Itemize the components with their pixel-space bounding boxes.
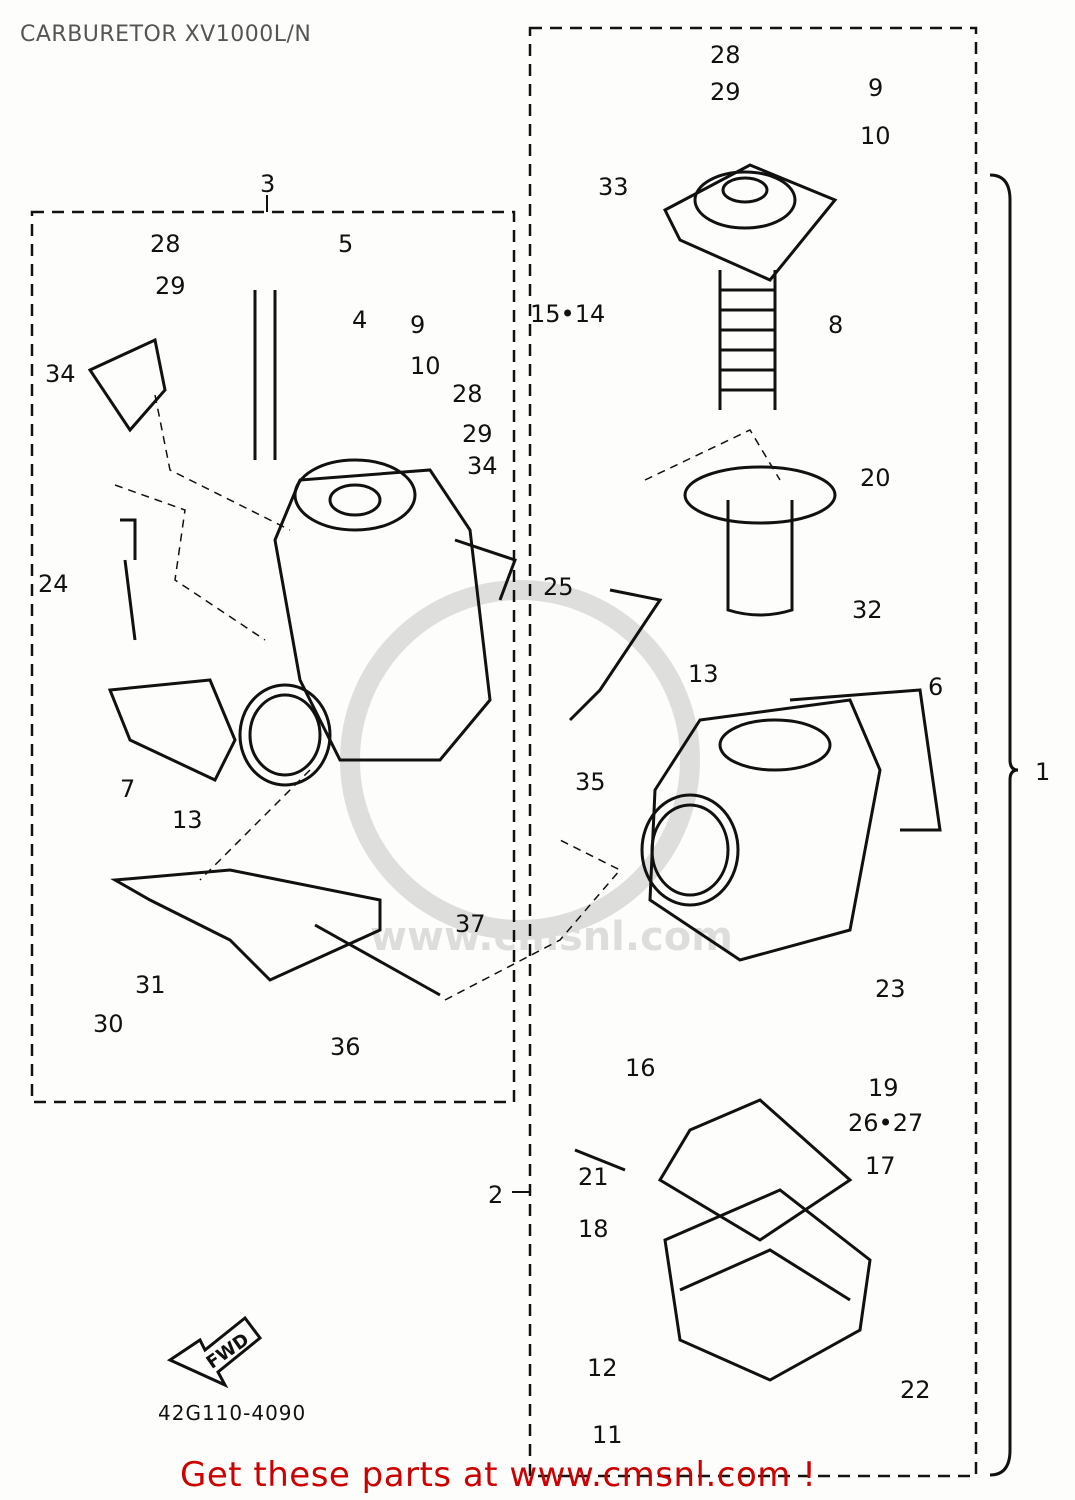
callout-21: 21 xyxy=(578,1163,609,1191)
fwd-label: FWD xyxy=(203,1329,254,1373)
footer-link[interactable]: Get these parts at www.cmsnl.com ! xyxy=(180,1455,817,1495)
callout-9-left: 9 xyxy=(410,311,425,339)
group-label-1: 1 xyxy=(1035,758,1050,786)
callout-31: 31 xyxy=(135,971,166,999)
callout-16: 16 xyxy=(625,1054,656,1082)
callout-37: 37 xyxy=(455,910,486,938)
callout-29-left-2: 29 xyxy=(462,420,493,448)
callout-8: 8 xyxy=(828,311,843,339)
callout-4: 4 xyxy=(352,306,367,334)
callout-33: 33 xyxy=(598,173,629,201)
watermark: www.cmsnl.com xyxy=(340,580,733,960)
callout-19: 19 xyxy=(868,1074,899,1102)
watermark-text: www.cmsnl.com xyxy=(370,914,733,960)
callout-35: 35 xyxy=(575,768,606,796)
callout-28-left: 28 xyxy=(150,230,181,258)
left-carburetor-drawing xyxy=(87,290,517,997)
callout-11: 11 xyxy=(592,1421,623,1449)
callout-6: 6 xyxy=(928,673,943,701)
callout-34-left: 34 xyxy=(45,360,76,388)
callout-labels: 2 3 1 28 29 9 10 33 15•14 8 20 25 32 13 … xyxy=(38,41,1050,1449)
callout-13-right: 13 xyxy=(688,660,719,688)
callout-28: 28 xyxy=(710,41,741,69)
group-2-box xyxy=(528,26,978,1478)
callout-30: 30 xyxy=(93,1010,124,1038)
callout-28-left-2: 28 xyxy=(452,380,483,408)
callout-18: 18 xyxy=(578,1215,609,1243)
callout-13-left: 13 xyxy=(172,806,203,834)
callout-15-14: 15•14 xyxy=(530,300,605,328)
callout-26-27: 26•27 xyxy=(848,1109,923,1137)
group-1-bracket xyxy=(989,173,1019,1477)
callout-5: 5 xyxy=(338,230,353,258)
callout-29-left: 29 xyxy=(155,272,186,300)
callout-10: 10 xyxy=(860,122,891,150)
callout-10-left: 10 xyxy=(410,352,441,380)
callout-9: 9 xyxy=(868,74,883,102)
callout-17: 17 xyxy=(865,1152,896,1180)
fwd-arrow-icon: FWD xyxy=(166,1315,263,1389)
callout-29: 29 xyxy=(710,78,741,106)
group-label-3: 3 xyxy=(260,170,275,198)
right-carburetor-drawing xyxy=(568,163,942,1382)
callout-24: 24 xyxy=(38,570,69,598)
group-label-2: 2 xyxy=(488,1181,503,1209)
callout-25: 25 xyxy=(543,573,574,601)
callout-36: 36 xyxy=(330,1033,361,1061)
callout-34-left-2: 34 xyxy=(467,452,498,480)
callout-20: 20 xyxy=(860,464,891,492)
callout-32: 32 xyxy=(852,596,883,624)
callout-7: 7 xyxy=(120,775,135,803)
callout-23: 23 xyxy=(875,975,906,1003)
page-title: CARBURETOR XV1000L/N xyxy=(20,22,312,47)
callout-12: 12 xyxy=(587,1354,618,1382)
callout-22: 22 xyxy=(900,1376,931,1404)
group-3-box xyxy=(30,210,516,1104)
diagram-code: 42G110-4090 xyxy=(158,1401,306,1425)
